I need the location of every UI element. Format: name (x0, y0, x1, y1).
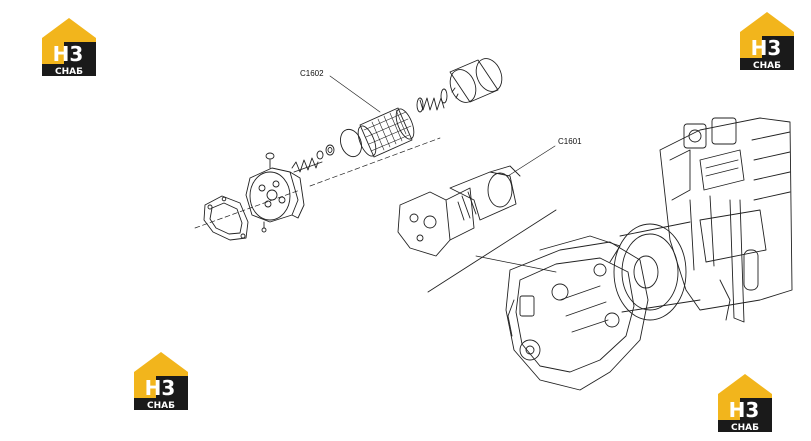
leader-c1602 (329, 75, 381, 113)
filter-head (245, 152, 305, 233)
logo-top-right: H3 СНАБ (738, 10, 796, 70)
pump-assembly (397, 165, 521, 257)
callout-c1602: C1602 (300, 69, 324, 78)
center-line (194, 137, 441, 229)
logo-caption: СНАБ (753, 61, 781, 70)
o-ring (340, 128, 362, 158)
logo-caption: СНАБ (731, 423, 759, 432)
logo-top-left: H3 СНАБ (40, 16, 98, 76)
assembly-line (427, 209, 557, 293)
logo-mark: H3 (53, 42, 84, 66)
filter-element (357, 107, 415, 158)
flywheel-housing (613, 221, 701, 321)
logo-mark: H3 (751, 36, 782, 60)
spring-left (291, 157, 323, 173)
logo-mark: H3 (729, 398, 760, 422)
engine-block (659, 117, 793, 323)
logo-caption: СНАБ (147, 401, 175, 410)
small-rings (316, 144, 335, 160)
leader-c1601 (507, 145, 556, 177)
logo-mark: H3 (145, 376, 176, 400)
logo-bottom-left: H3 СНАБ (132, 350, 190, 410)
transmission-housing (505, 235, 649, 391)
filter-bowl (449, 58, 503, 103)
logo-caption: СНАБ (55, 67, 83, 76)
gasket-plate (203, 195, 249, 241)
spring-right (416, 88, 448, 113)
callout-c1601: C1601 (558, 137, 582, 146)
logo-bottom-right: H3 СНАБ (716, 372, 774, 432)
